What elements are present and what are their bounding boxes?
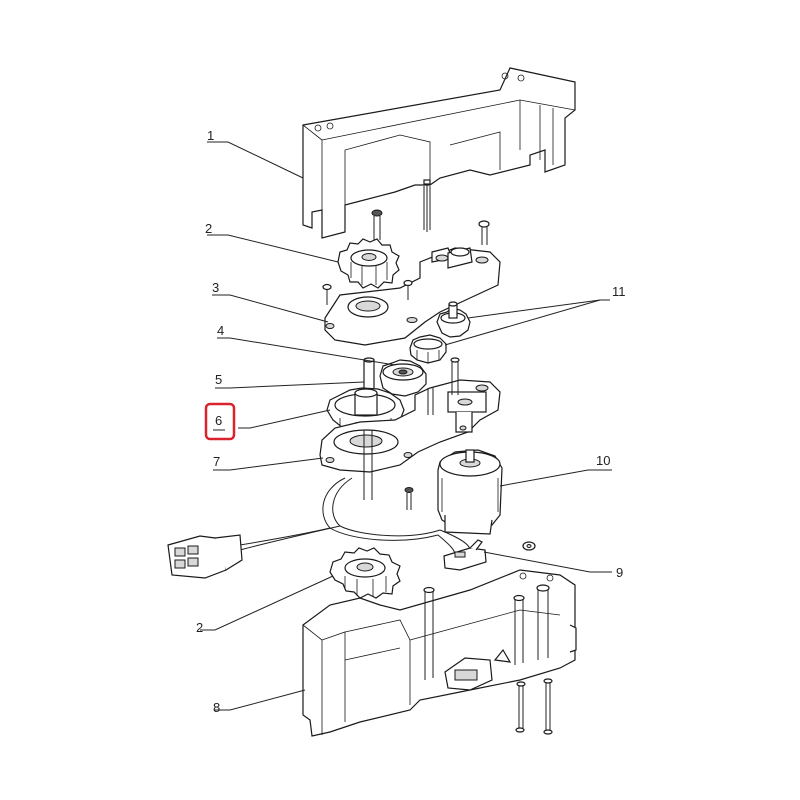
callout-3: 3	[212, 280, 219, 295]
screw-mid	[404, 487, 414, 510]
screw-top-center	[423, 179, 431, 232]
callout-labels: 1 2 3 4 5 6 7 10 11 9 2 8	[196, 128, 626, 715]
callout-5: 5	[215, 372, 222, 387]
upper-gear	[337, 238, 400, 289]
screw-top-left	[371, 209, 383, 240]
callout-9: 9	[616, 565, 623, 580]
callout-6-highlight-box	[204, 402, 236, 441]
callout-10: 10	[596, 453, 610, 468]
callout-6: 6	[215, 413, 222, 428]
nut	[522, 541, 536, 551]
motor	[437, 449, 503, 535]
micro-switch	[443, 539, 487, 571]
leader-lines	[200, 141, 612, 711]
upper-housing	[302, 67, 576, 239]
lower-housing	[302, 569, 577, 737]
callout-2-lower: 2	[196, 620, 203, 635]
callout-8: 8	[213, 700, 220, 715]
plate-screws	[322, 279, 413, 305]
callout-11: 11	[612, 284, 626, 299]
gear-plate	[324, 247, 501, 346]
callout-7: 7	[213, 454, 220, 469]
small-gear-upper	[436, 301, 471, 338]
plug-connector	[167, 534, 243, 579]
lower-gear-plate	[319, 357, 501, 473]
bottom-screws	[515, 678, 553, 735]
wire-harness	[239, 477, 471, 556]
small-gear-lower	[409, 334, 447, 364]
center-shaft	[363, 430, 373, 500]
callout-1: 1	[207, 128, 214, 143]
callout-2-upper: 2	[205, 221, 212, 236]
lower-gear	[329, 547, 401, 599]
callout-4: 4	[217, 323, 224, 338]
gear-4	[379, 359, 427, 397]
screw-top-right	[478, 220, 490, 245]
